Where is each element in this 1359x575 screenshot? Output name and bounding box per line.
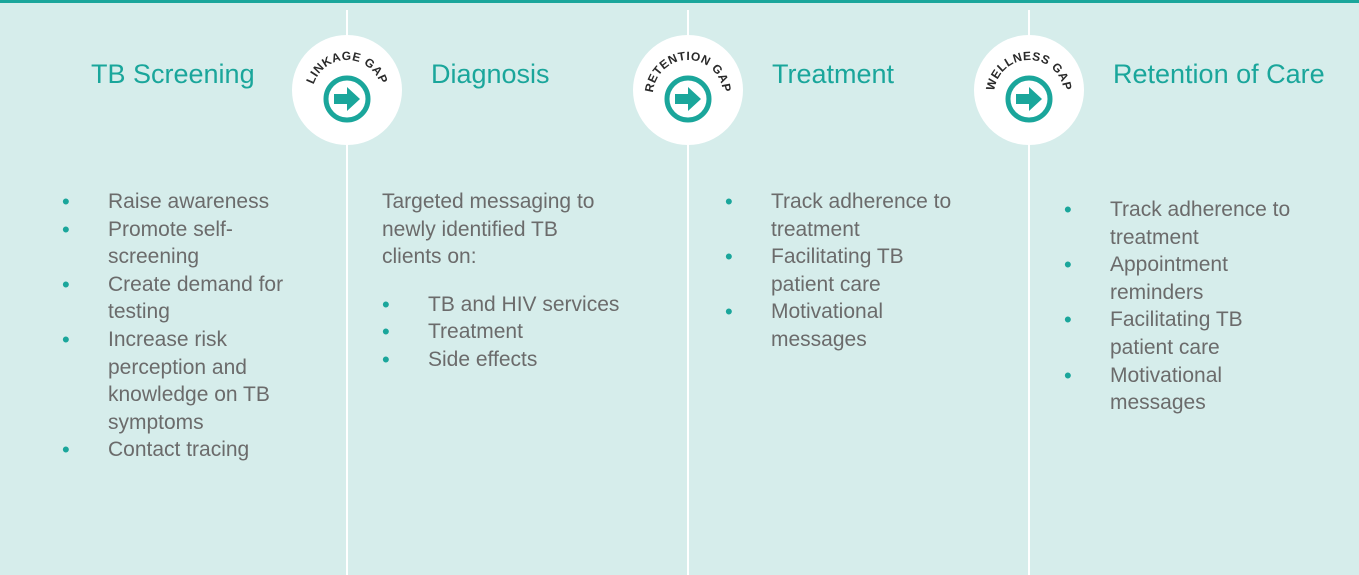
list-item: Track adherence to treatment [1064, 196, 1295, 251]
stage-title-retention-of-care: Retention of Care [1113, 59, 1325, 89]
list-item: Motivational messages [725, 298, 941, 353]
list-item: TB and HIV services [382, 291, 652, 319]
list-item: Track adherence to treatment [725, 188, 976, 243]
column-divider [1028, 10, 1030, 575]
stage-intro-text: Targeted messaging to newly identified T… [382, 190, 595, 269]
stage-title-tb-screening: TB Screening [91, 59, 255, 89]
stage-title-treatment: Treatment [772, 59, 895, 89]
top-accent-line [0, 0, 1359, 3]
gap-badge-wellness: WELLNESS GAP [974, 35, 1084, 145]
list-item: Contact tracing [62, 436, 292, 464]
list-item: Facilitating TB patient care [1064, 306, 1280, 361]
arrow-right-icon [323, 75, 371, 123]
list-item: Create demand for testing [62, 271, 288, 326]
stage-content-diagnosis: Targeted messaging to newly identified T… [382, 188, 652, 374]
gap-badge-linkage: LINKAGE GAP [292, 35, 402, 145]
arrow-right-icon [1005, 75, 1053, 123]
stage-list-tb-screening: Raise awareness Promote self-screening C… [62, 188, 292, 464]
list-item: Treatment [382, 318, 652, 346]
stage-list-retention-of-care: Track adherence to treatment Appointment… [1064, 196, 1304, 417]
list-item: Motivational messages [1064, 362, 1280, 417]
stage-list-treatment: Track adherence to treatment Facilitatin… [725, 188, 985, 354]
list-item: Increase risk perception and knowledge o… [62, 326, 288, 436]
gap-badge-retention: RETENTION GAP [633, 35, 743, 145]
arrow-right-icon [664, 75, 712, 123]
gap-label: RETENTION GAP [642, 49, 734, 93]
list-item: Facilitating TB patient care [725, 243, 941, 298]
gap-label: WELLNESS GAP [983, 49, 1075, 92]
list-item: Appointment reminders [1064, 251, 1290, 306]
list-item: Promote self-screening [62, 216, 268, 271]
list-item: Side effects [382, 346, 652, 374]
column-divider [346, 10, 348, 575]
list-item: Raise awareness [62, 188, 292, 216]
column-divider [687, 10, 689, 575]
stage-title-diagnosis: Diagnosis [431, 59, 550, 89]
